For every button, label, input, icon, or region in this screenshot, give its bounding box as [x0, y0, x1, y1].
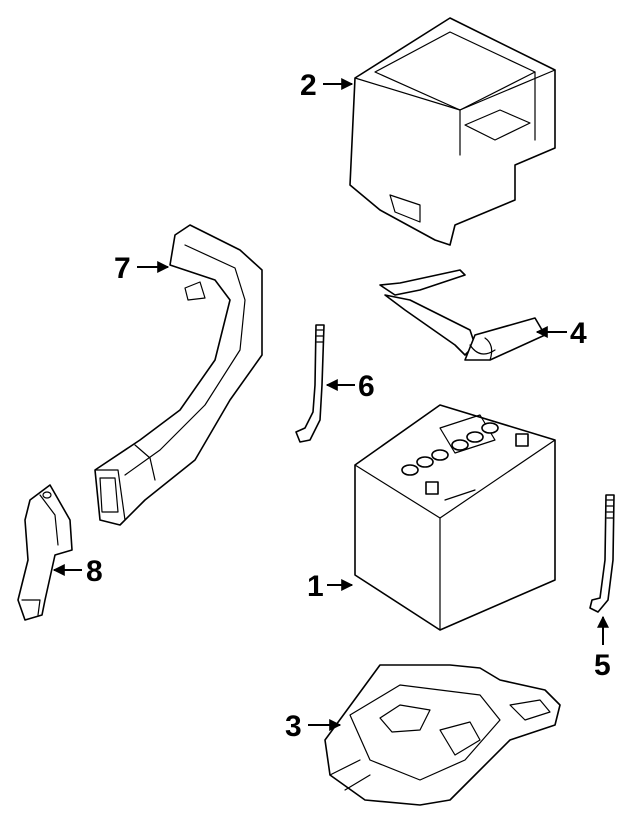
- battery-cover: [349, 17, 556, 246]
- battery-vent-caps: [401, 422, 499, 476]
- air-duct: [94, 224, 263, 526]
- battery-tray: [324, 664, 561, 806]
- hold-down-rod-right: [589, 494, 615, 613]
- callout-5: 5: [594, 649, 611, 682]
- duct-bracket: [17, 484, 73, 621]
- hold-down-rod-left: [295, 324, 325, 443]
- callout-4: 4: [570, 317, 587, 350]
- callout-2: 2: [300, 69, 317, 102]
- battery-terminals: [425, 433, 529, 495]
- callout-3: 3: [285, 710, 302, 743]
- battery: [354, 404, 556, 631]
- callout-7: 7: [114, 252, 131, 285]
- callout-6: 6: [358, 370, 375, 403]
- callout-8: 8: [86, 555, 103, 588]
- hold-down-bracket: [379, 269, 546, 361]
- callout-1: 1: [307, 570, 324, 603]
